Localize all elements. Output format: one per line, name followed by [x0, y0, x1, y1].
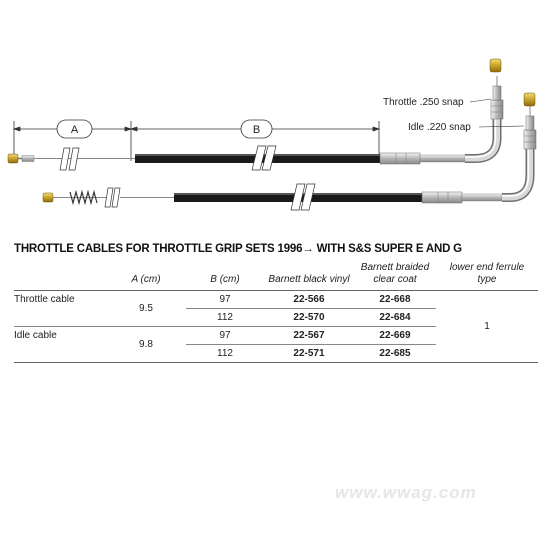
idle-snap-label: Idle .220 snap: [408, 122, 471, 133]
table-row: 112 22-571 22-685: [14, 344, 538, 363]
throttle-snap-label: Throttle .250 snap: [383, 97, 464, 108]
break-marks: [59, 145, 316, 211]
header-name: [14, 262, 106, 291]
row-a: 9.8: [106, 326, 186, 363]
row-braided: 22-685: [354, 344, 436, 363]
header-braided-line1: Barnett braided: [360, 262, 430, 273]
dimension-a-label: A: [71, 124, 79, 136]
header-braided-line2: clear coat: [373, 274, 417, 285]
row-black: 22-570: [264, 308, 354, 327]
row-black: 22-566: [264, 290, 354, 309]
row-black: 22-567: [264, 326, 354, 345]
header-black-vinyl: Barnett black vinyl: [264, 262, 354, 291]
dimension-a-box: [56, 119, 93, 139]
header-ferrule-line1: lower end ferrule: [449, 262, 525, 273]
dimension-b-label: B: [253, 124, 260, 136]
header-a: A (cm): [106, 262, 186, 291]
throttle-cable: [7, 58, 504, 165]
spec-table: A (cm) B (cm) Barnett black vinyl Barnet…: [14, 262, 538, 363]
row-b: 97: [186, 326, 264, 345]
row-b: 112: [186, 344, 264, 363]
row-black: 22-571: [264, 344, 354, 363]
header-ferrule-line2: type: [477, 274, 497, 285]
row-b: 97: [186, 290, 264, 309]
table-title: THROTTLE CABLES FOR THROTTLE GRIP SETS 1…: [14, 243, 462, 255]
row-braided: 22-668: [354, 290, 436, 309]
watermark: www.wwag.com: [335, 483, 477, 502]
row-braided: 22-684: [354, 308, 436, 327]
table-row: 112 22-570 22-684: [14, 308, 538, 327]
dimension-lines: [12, 121, 381, 163]
cable-diagram: A B: [7, 58, 537, 211]
row-name: Throttle cable: [14, 290, 106, 327]
row-a: 9.5: [106, 290, 186, 327]
row-braided: 22-669: [354, 326, 436, 345]
table-row: Idle cable 9.8 97 22-567 22-669: [14, 326, 538, 363]
row-name: Idle cable: [14, 326, 106, 363]
row-b: 112: [186, 308, 264, 327]
ferrule-type: 1: [436, 290, 538, 363]
idle-cable: [42, 92, 537, 206]
dimension-b-box: [240, 119, 273, 139]
header-b: B (cm): [186, 262, 264, 291]
table-row: Throttle cable 9.5 97 22-566 22-668 1: [14, 290, 538, 363]
throttle-leader: [469, 98, 492, 103]
table-header-row: A (cm) B (cm) Barnett black vinyl Barnet…: [14, 262, 538, 291]
idle-leader: [478, 125, 525, 128]
